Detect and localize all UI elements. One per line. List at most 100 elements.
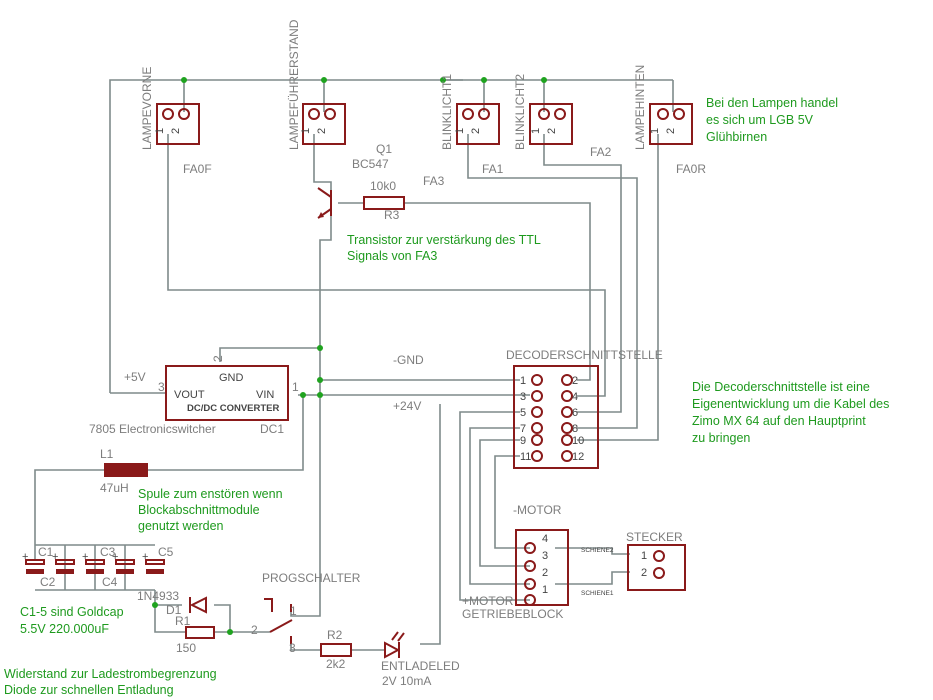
capacitor-c1 (25, 559, 45, 574)
svg-text:2: 2 (251, 623, 258, 637)
svg-text:3: 3 (289, 641, 296, 655)
decoder-pin (531, 422, 543, 434)
capacitor-c2 (55, 559, 75, 574)
svg-text:+: + (52, 551, 58, 563)
decoder-pin (561, 422, 573, 434)
svg-text:1: 1 (530, 128, 542, 134)
connector-blinklicht1: 1 2 BLINKLICHT1 FA1 (440, 74, 504, 176)
decoder-pin (531, 450, 543, 462)
r3-name: R3 (384, 208, 400, 222)
blinklicht2-label: BLINKLICHT2 (513, 74, 527, 150)
decoder-pin-label: 2 (572, 375, 578, 387)
connector-lampehinten: 1 2 LAMPEHINTEN FA0R (633, 65, 706, 176)
decoder-pin (561, 390, 573, 402)
switch-name: PROGSCHALTER (262, 571, 361, 585)
decoder-pin (561, 406, 573, 418)
r3-value: 10k0 (370, 179, 396, 193)
note-lamps-1: Bei den Lampen handel (706, 96, 838, 110)
decoder-pin (561, 450, 573, 462)
led-value: 2V 10mA (382, 674, 431, 688)
svg-text:2k2: 2k2 (326, 657, 346, 671)
note-decoder-4: zu bringen (692, 431, 750, 445)
svg-text:1: 1 (454, 128, 466, 134)
decoder-pin-label: 5 (520, 407, 526, 419)
svg-text:150: 150 (176, 641, 196, 655)
note-lamps-3: Glühbirnen (706, 130, 767, 144)
svg-text:+: + (82, 551, 88, 563)
note-decoder-1: Die Decoderschnittstelle ist eine (692, 380, 870, 394)
decoder-pin-label: 8 (572, 423, 578, 435)
svg-text:C3: C3 (100, 545, 116, 559)
svg-text:2: 2 (665, 128, 677, 134)
capacitor-c4 (115, 559, 135, 574)
led-entladeled: ENTLADELED 2V 10mA (381, 631, 460, 688)
note-transistor-2: Signals von FA3 (347, 249, 437, 263)
svg-text:C5: C5 (158, 545, 174, 559)
decoder-pin (531, 406, 543, 418)
decoder-pin-label: 7 (520, 423, 526, 435)
lampehinten-value: FA0R (676, 162, 706, 176)
converter-dc1: GND VOUT VIN DC/DC CONVERTER 3 1 2 7805 … (89, 355, 299, 436)
note-inductor-3: genutzt werden (138, 519, 224, 533)
l1-name: L1 (100, 447, 114, 461)
d1-value: 1N4933 (137, 589, 179, 603)
note-caps-2: 5.5V 220.000uF (20, 622, 109, 636)
blinklicht1-value: FA1 (482, 162, 504, 176)
net-minus-motor: -MOTOR (513, 503, 562, 517)
svg-text:2: 2 (641, 567, 647, 579)
note-transistor-1: Transistor zur verstärkung des TTL (347, 233, 541, 247)
decoder-pin (561, 374, 573, 386)
capacitor-c5 (145, 559, 165, 574)
note-inductor-1: Spule zum enstören wenn (138, 487, 283, 501)
d1-name: D1 (166, 603, 182, 617)
decoder-pin-label: 6 (572, 407, 578, 419)
svg-text:+: + (142, 551, 148, 563)
transistor-q1: Q1 BC547 (317, 142, 392, 219)
stecker-name: STECKER (626, 530, 683, 544)
junctions (152, 77, 547, 635)
net-plus5v: +5V (124, 370, 146, 384)
note-bottom-2: Diode zur schnellen Entladung (4, 683, 174, 697)
resistor-r1: R1 150 (175, 614, 215, 655)
svg-text:1: 1 (649, 128, 661, 134)
lampevorne-value: FA0F (183, 162, 212, 176)
svg-text:C2: C2 (40, 575, 56, 589)
svg-text:2: 2 (316, 128, 328, 134)
led-name: ENTLADELED (381, 659, 460, 673)
svg-text:VOUT: VOUT (174, 389, 205, 401)
connector-lampevorne: 1 2 LAMPEVORNE FA0F (140, 67, 212, 176)
svg-text:SCHIENE2: SCHIENE2 (581, 547, 614, 554)
svg-text:3: 3 (158, 380, 165, 394)
svg-text:2: 2 (542, 567, 548, 579)
resistor-r2: R2 2k2 (320, 628, 352, 671)
svg-text:C4: C4 (102, 575, 118, 589)
inductor-l1: L1 47uH (100, 447, 148, 495)
svg-text:1: 1 (154, 128, 166, 134)
diode-d1: 1N4933 D1 (137, 589, 207, 617)
note-decoder-2: Eigenentwicklung um die Kabel des (692, 397, 889, 411)
svg-text:4: 4 (542, 533, 548, 545)
switch-progschalter: PROGSCHALTER 1 2 3 (251, 571, 361, 655)
svg-text:R2: R2 (327, 628, 343, 642)
decoder-pin-label: 4 (572, 391, 578, 403)
capacitor-bank: C1 C2 C3 C4 C5 + + + + + (22, 545, 174, 589)
svg-text:+: + (112, 551, 118, 563)
net-plus-motor: +MOTOR (462, 594, 514, 608)
motor-name: GETRIEBEBLOCK (462, 607, 563, 621)
blinklicht2-value: FA2 (590, 145, 612, 159)
net-gnd: -GND (393, 353, 424, 367)
capacitor-c3 (85, 559, 105, 574)
decoder-pin-label: 12 (572, 451, 584, 463)
decoder-pin (531, 374, 543, 386)
svg-text:2: 2 (546, 128, 558, 134)
svg-text:1: 1 (292, 380, 299, 394)
svg-text:VIN: VIN (256, 389, 274, 401)
connector-blinklicht2: 1 2 BLINKLICHT2 FA2 (513, 74, 612, 159)
svg-text:1: 1 (290, 604, 297, 618)
net-plus24v: +24V (393, 399, 421, 413)
converter-value: 7805 Electronicswitcher (89, 422, 216, 436)
decoder-name: DECODERSCHNITTSTELLE (506, 348, 663, 362)
svg-text:1: 1 (542, 584, 548, 596)
decoder-pin-label: 9 (520, 435, 526, 447)
